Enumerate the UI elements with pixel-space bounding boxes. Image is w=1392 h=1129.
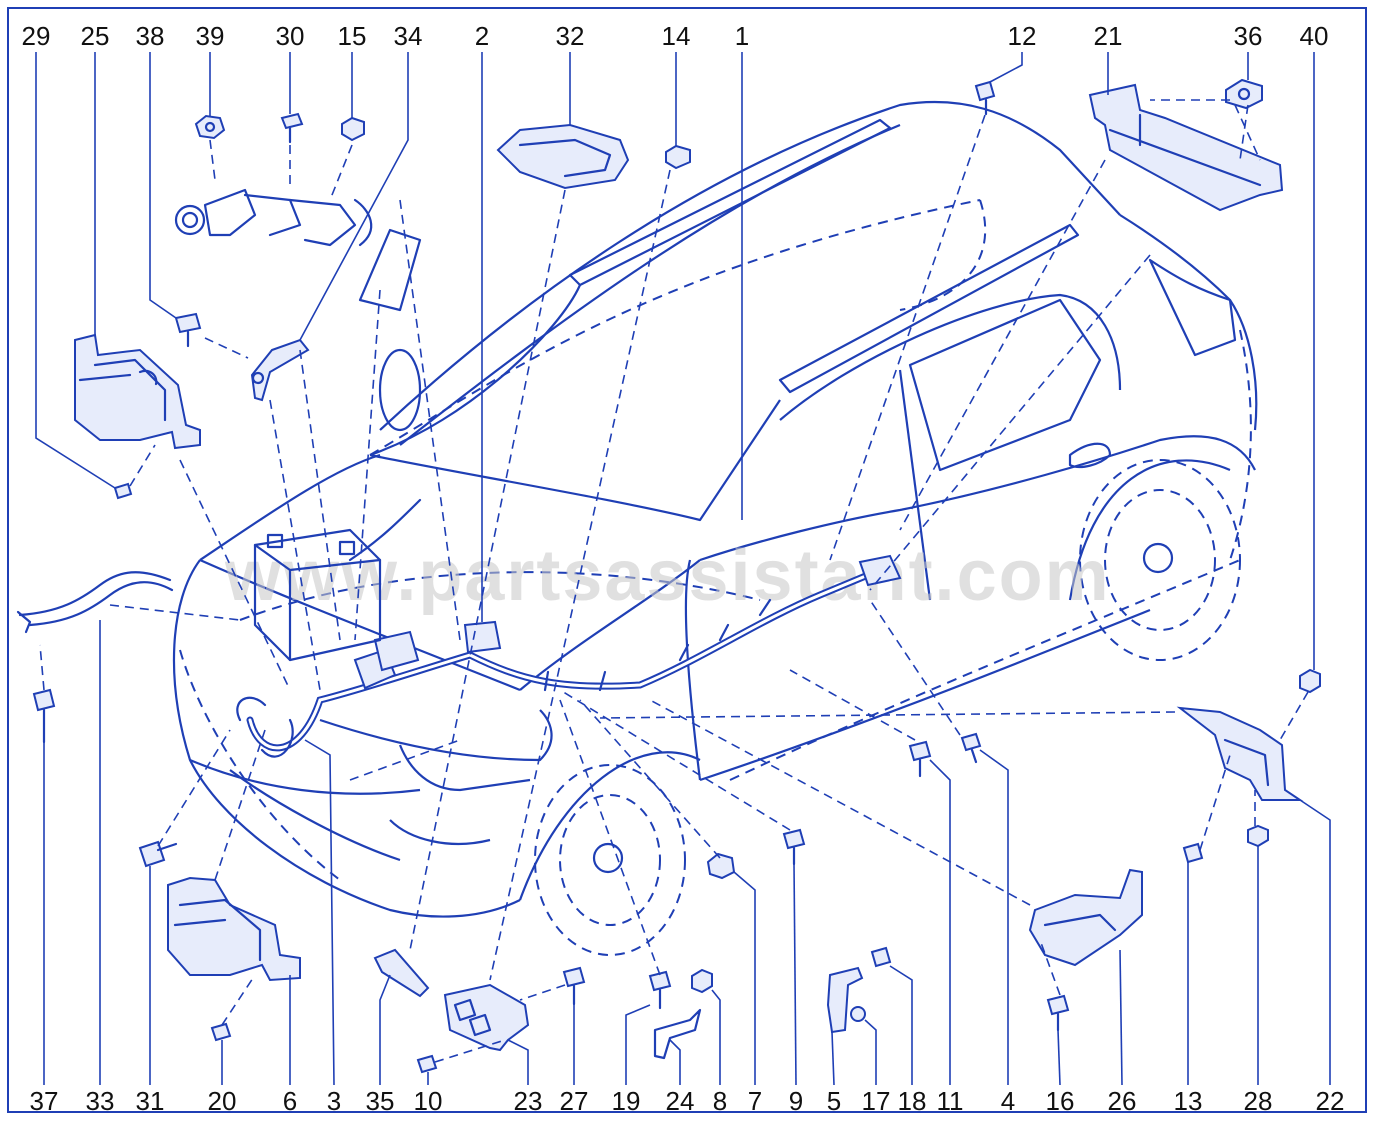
callout-23: 23 [514,1086,543,1116]
callout-14: 14 [662,21,691,51]
callout-24: 24 [666,1086,695,1116]
bracket-34 [250,338,310,402]
bracket-24 [653,1008,702,1060]
battery-tray [253,528,382,662]
nut-40 [1299,668,1321,694]
bolt-29 [113,482,133,500]
assembly-lines [39,99,1309,1063]
callout-16: 16 [1046,1086,1075,1116]
wiring-harness [236,228,902,758]
callout-26: 26 [1108,1086,1137,1116]
relay-bracket-23 [443,983,530,1052]
bolt-27 [562,966,586,1006]
bolt-31 [138,840,178,868]
callout-18: 18 [898,1086,927,1116]
callout-12: 12 [1008,21,1037,51]
callout-28: 28 [1244,1086,1273,1116]
bolt-18 [870,946,892,968]
washer-17 [850,1006,866,1022]
watermark-text: www.partsassistant.com [224,536,1111,616]
nut-28 [1247,824,1269,848]
nut-8 [691,968,713,994]
callout-8: 8 [713,1086,727,1116]
bottom-callouts: 37 33 31 20 6 3 35 10 23 27 19 24 8 7 9 … [30,1086,1345,1116]
callout-31: 31 [136,1086,165,1116]
earth-strap-33 [16,571,174,634]
callout-13: 13 [1174,1086,1203,1116]
callout-3: 3 [327,1086,341,1116]
callout-38: 38 [136,21,165,51]
callout-4: 4 [1001,1086,1015,1116]
callout-2: 2 [475,21,489,51]
grommet-7 [706,852,736,880]
nut-36 [1225,78,1263,110]
bolt-30 [280,112,304,144]
module-bracket-6 [167,876,301,982]
callout-20: 20 [208,1086,237,1116]
bracket-21 [1088,83,1284,212]
nut-39 [194,114,226,140]
diagram-border [7,7,1367,1113]
bolt-19 [648,970,672,1010]
relay-cluster [174,188,373,247]
callout-29: 29 [22,21,51,51]
callout-6: 6 [283,1086,297,1116]
callout-25: 25 [81,21,110,51]
callout-30: 30 [276,21,305,51]
cover-32 [496,123,630,190]
top-callouts: 29 25 38 39 30 15 34 2 32 14 1 12 21 36 … [22,21,1329,51]
screw-4 [960,732,982,764]
bolt-12 [974,80,996,116]
bolt-20 [210,1022,232,1042]
bolt-37 [32,688,56,744]
callout-33: 33 [86,1086,115,1116]
plate-5 [826,966,864,1034]
callout-19: 19 [612,1086,641,1116]
bracket-26 [1028,868,1143,967]
callout-10: 10 [414,1086,443,1116]
callout-39: 39 [196,21,225,51]
nut-15 [341,116,365,142]
callout-40: 40 [1300,21,1329,51]
bracket-22 [1176,706,1304,801]
callout-35: 35 [366,1086,395,1116]
clip-35 [373,948,430,998]
callout-1: 1 [735,21,749,51]
callout-leaders [35,52,1331,1086]
grommet-14 [665,144,691,170]
callout-22: 22 [1316,1086,1345,1116]
callout-21: 21 [1094,21,1123,51]
bolt-13 [1182,842,1204,864]
callout-32: 32 [556,21,585,51]
module-bracket-25 [74,333,201,450]
callout-27: 27 [560,1086,589,1116]
bolt-38 [174,312,202,348]
callout-11: 11 [937,1086,964,1116]
bolt-16 [1046,994,1070,1032]
callout-7: 7 [748,1086,762,1116]
bolt-11 [908,740,932,778]
callout-15: 15 [338,21,367,51]
bolt-10 [416,1054,438,1074]
car-body-outline [172,100,1258,956]
callout-5: 5 [827,1086,841,1116]
callout-34: 34 [394,21,423,51]
callout-9: 9 [789,1086,803,1116]
bolt-9 [782,828,806,866]
callout-17: 17 [862,1086,891,1116]
callout-36: 36 [1234,21,1263,51]
callout-37: 37 [30,1086,59,1116]
